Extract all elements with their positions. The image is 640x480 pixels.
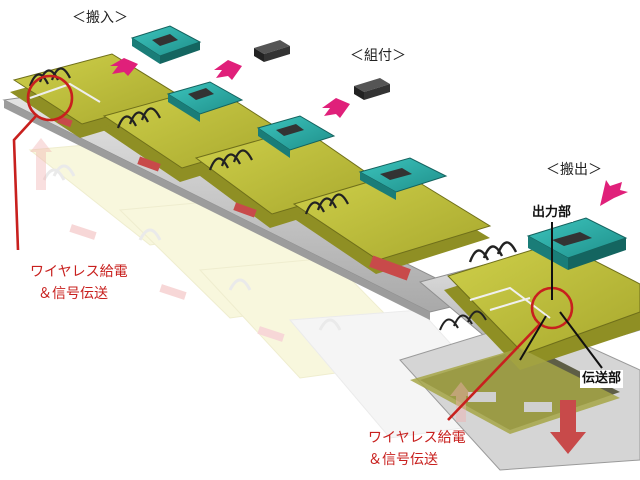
lift-arrow-left [30, 138, 52, 190]
part-block-1 [254, 40, 290, 62]
label-wireless-right-1: ワイヤレス給電 [368, 430, 466, 446]
down-arrow-output [550, 400, 586, 454]
label-transmission-unit: 伝送部 [580, 370, 624, 388]
wireless-highlight-left [12, 74, 74, 251]
pallet-4 [290, 157, 492, 281]
arrow-carry-in [110, 58, 138, 76]
chip-1 [130, 25, 202, 64]
return-line-ghost [28, 139, 522, 439]
label-output-unit: 出力部 [530, 204, 574, 222]
label-carry-out: ＜搬出＞ [546, 162, 602, 178]
leader-lines [519, 220, 603, 369]
label-carry-in: ＜搬入＞ [72, 10, 128, 26]
label-wireless-left-2: ＆信号伝送 [38, 286, 108, 302]
part-block-2 [354, 78, 390, 100]
arrow-assembly-2 [322, 98, 350, 118]
label-wireless-right-2: ＆信号伝送 [368, 452, 438, 468]
arrow-carry-out [600, 180, 628, 206]
arrow-assembly-1 [214, 60, 242, 80]
output-pallet [444, 217, 640, 370]
label-wireless-left-1: ワイヤレス給電 [30, 264, 128, 280]
label-assembly: ＜組付＞ [350, 48, 406, 64]
